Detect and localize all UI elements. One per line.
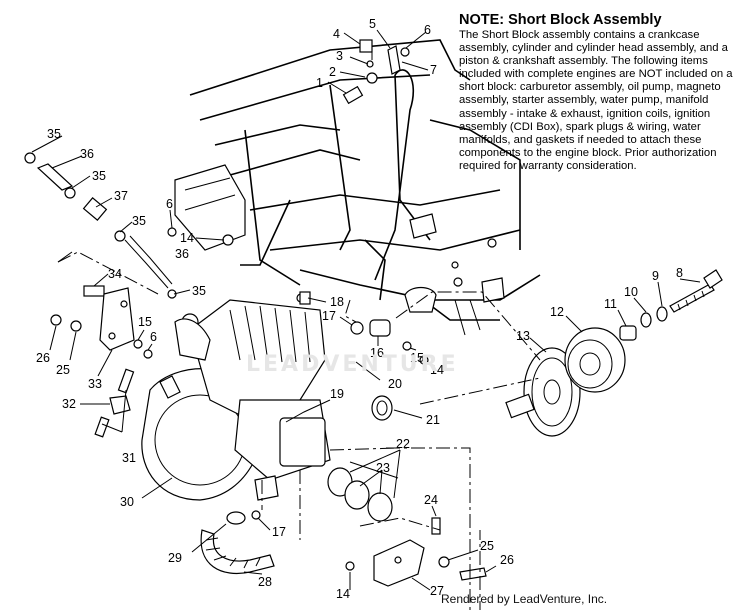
callout-8: 8 bbox=[676, 266, 683, 280]
callout-10: 10 bbox=[624, 285, 638, 299]
callout-25: 25 bbox=[480, 539, 494, 553]
short-block-note: NOTE: Short Block Assembly The Short Blo… bbox=[459, 12, 741, 173]
callout-25: 25 bbox=[56, 363, 70, 377]
callout-28: 28 bbox=[258, 575, 272, 589]
callout-14: 14 bbox=[180, 231, 194, 245]
intake-parts bbox=[327, 395, 399, 522]
frame-assembly bbox=[174, 39, 541, 336]
fuel-line-parts bbox=[24, 152, 234, 299]
callout-35: 35 bbox=[47, 127, 61, 141]
left-bracket-parts bbox=[50, 287, 153, 438]
callout-21: 21 bbox=[426, 413, 440, 427]
callout-labels: 1 2 3 4 5 6 7 35 36 35 37 35 36 6 14 34 … bbox=[36, 17, 683, 601]
callout-19: 19 bbox=[330, 387, 344, 401]
engine-mount-hardware bbox=[342, 39, 410, 105]
leader-lines bbox=[31, 29, 701, 591]
callout-5: 5 bbox=[369, 17, 376, 31]
callout-33: 33 bbox=[88, 377, 102, 391]
callout-7: 7 bbox=[430, 63, 437, 77]
callout-20: 20 bbox=[388, 377, 402, 391]
callout-6: 6 bbox=[424, 23, 431, 37]
callout-14: 14 bbox=[336, 587, 350, 601]
callout-12: 12 bbox=[550, 305, 564, 319]
callout-35: 35 bbox=[92, 169, 106, 183]
callout-36: 36 bbox=[175, 247, 189, 261]
callout-9: 9 bbox=[652, 269, 659, 283]
callout-1: 1 bbox=[316, 76, 323, 90]
note-title: NOTE: Short Block Assembly bbox=[459, 12, 662, 28]
callout-35: 35 bbox=[132, 214, 146, 228]
callout-23: 23 bbox=[376, 461, 390, 475]
callout-29: 29 bbox=[168, 551, 182, 565]
callout-37: 37 bbox=[114, 189, 128, 203]
callout-31: 31 bbox=[122, 451, 136, 465]
callout-17: 17 bbox=[322, 309, 336, 323]
lower-bracket-parts bbox=[345, 517, 487, 587]
callout-30: 30 bbox=[120, 495, 134, 509]
coolant-hose bbox=[200, 510, 275, 574]
note-body: The Short Block assembly contains a cran… bbox=[459, 29, 733, 172]
callout-14: 14 bbox=[430, 363, 444, 377]
callout-26: 26 bbox=[36, 351, 50, 365]
callout-17: 17 bbox=[272, 525, 286, 539]
alignment-lines bbox=[57, 251, 541, 610]
callout-13: 13 bbox=[516, 329, 530, 343]
callout-36: 36 bbox=[80, 147, 94, 161]
engine-assembly bbox=[141, 293, 331, 501]
callout-27: 27 bbox=[430, 584, 444, 598]
callout-24: 24 bbox=[424, 493, 438, 507]
callout-34: 34 bbox=[108, 267, 122, 281]
callout-6: 6 bbox=[150, 330, 157, 344]
callout-16: 16 bbox=[370, 346, 384, 360]
callout-3: 3 bbox=[336, 49, 343, 63]
mount-bushings bbox=[299, 291, 429, 365]
callout-6: 6 bbox=[166, 197, 173, 211]
water-pump-parts bbox=[505, 269, 723, 437]
callout-18: 18 bbox=[330, 295, 344, 309]
watermark-text: LEADVENTURE bbox=[246, 352, 459, 377]
callout-32: 32 bbox=[62, 397, 76, 411]
callout-26: 26 bbox=[500, 553, 514, 567]
callout-15: 15 bbox=[138, 315, 152, 329]
callout-2: 2 bbox=[329, 65, 336, 79]
callout-22: 22 bbox=[396, 437, 410, 451]
callout-15: 15 bbox=[410, 351, 424, 365]
callout-11: 11 bbox=[604, 297, 617, 311]
callout-4: 4 bbox=[333, 27, 340, 41]
callout-35: 35 bbox=[192, 284, 206, 298]
render-credit: Rendered by LeadVenture, Inc. bbox=[441, 592, 608, 606]
